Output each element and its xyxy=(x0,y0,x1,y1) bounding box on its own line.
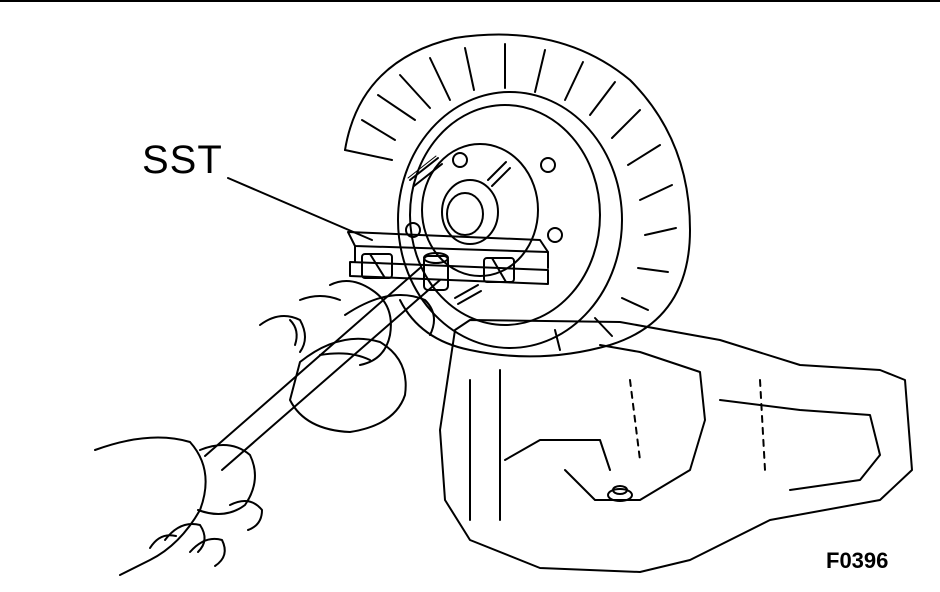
axle-hub xyxy=(397,91,623,349)
hands xyxy=(94,280,392,576)
steering-knuckle xyxy=(439,319,913,573)
slide-hammer xyxy=(197,267,441,515)
figure-number: F0396 xyxy=(826,548,889,573)
sst-callout-label: SST xyxy=(142,138,223,182)
callout-leader-line xyxy=(227,177,373,241)
sst-puller xyxy=(347,231,549,291)
dust-cover xyxy=(344,33,691,358)
hub-bolts xyxy=(407,155,511,305)
top-border-rule xyxy=(0,0,940,2)
